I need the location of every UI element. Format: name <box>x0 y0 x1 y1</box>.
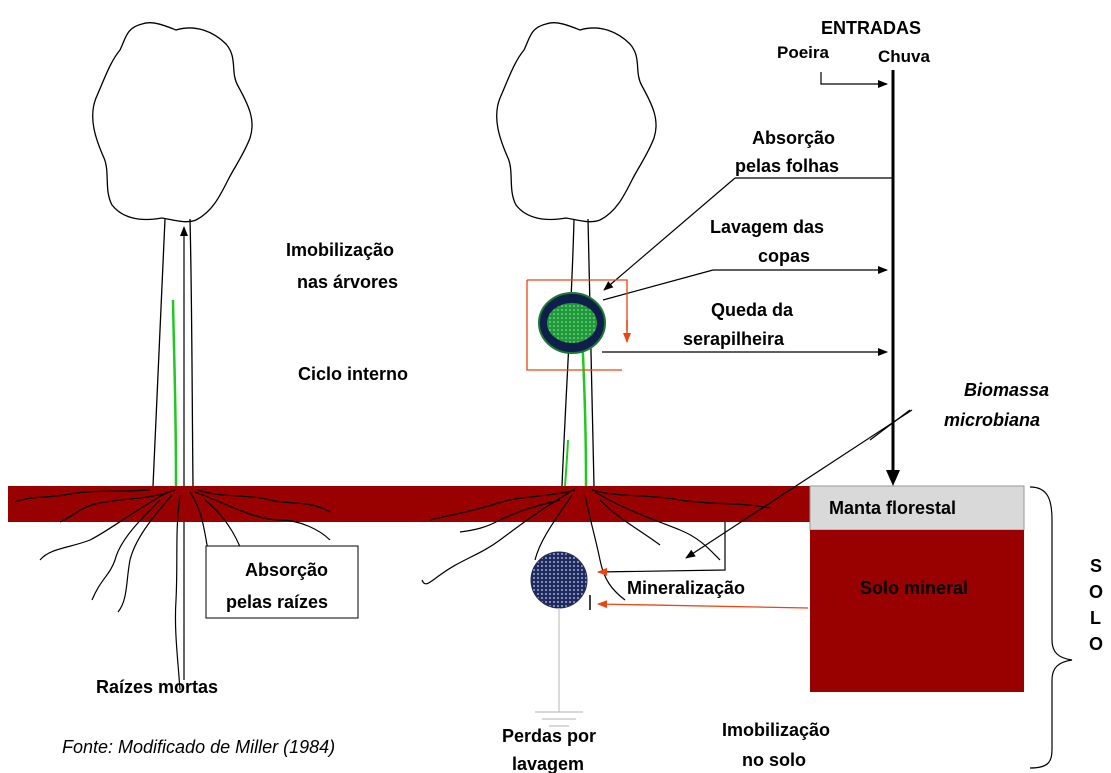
poeira-label: Poeira <box>777 43 830 62</box>
imobilizacao-solo-label: Imobilização <box>722 720 830 740</box>
solo-mineral-label: Solo mineral <box>860 578 968 598</box>
solo-letter-o1: O <box>1089 582 1103 602</box>
raizes-mortas-label: Raízes mortas <box>96 677 218 697</box>
imobilizacao-solo-label-2: no solo <box>742 750 806 770</box>
solo-mineral-box <box>810 530 1024 692</box>
imobilizacao-arvores-label-2: nas árvores <box>297 272 398 292</box>
solo-letter-s: S <box>1090 556 1102 576</box>
biomassa-label: Biomassa <box>964 380 1049 400</box>
entradas-label: ENTRADAS <box>821 18 921 38</box>
solo-brace <box>1029 486 1073 769</box>
left-sap-line <box>171 299 178 487</box>
lavagem-copas-label: Lavagem das <box>710 217 824 237</box>
queda-serapilheira-label: Queda da <box>711 300 794 320</box>
queda-serapilheira-label-2: serapilheira <box>683 329 785 349</box>
absorcao-folhas-label: Absorção <box>752 128 835 148</box>
absorcao-raizes-box <box>205 545 359 619</box>
mineralizacao-label: Mineralização <box>627 578 745 598</box>
right-tree <box>496 22 657 487</box>
left-tree-crown <box>92 22 253 223</box>
chuva-label: Chuva <box>878 47 931 66</box>
right-roots <box>421 489 771 601</box>
left-roots <box>14 489 331 691</box>
perdas-lavagem-label-2: lavagem <box>512 754 584 773</box>
fonte-label: Fonte: Modificado de Miller (1984) <box>62 737 335 757</box>
imobilizacao-arvores-label: Imobilização <box>286 240 394 260</box>
ciclo-interno-label: Ciclo interno <box>298 364 408 384</box>
perdas-lavagem-label: Perdas por <box>502 726 596 746</box>
right-tree-crown <box>496 22 657 223</box>
left-tree <box>92 22 253 680</box>
solo-letter-l: L <box>1090 608 1101 628</box>
absorcao-raizes-label: Absorção <box>245 560 328 580</box>
manta-florestal-label: Manta florestal <box>829 498 956 518</box>
poeira-arrow <box>820 72 888 88</box>
absorcao-raizes-label-2: pelas raízes <box>226 592 328 612</box>
mineral-nutrient-pool <box>530 551 588 609</box>
absorcao-folhas-label-2: pelas folhas <box>735 156 839 176</box>
manta-florestal-box <box>809 485 1025 531</box>
solo-letter-o2: O <box>1089 634 1103 654</box>
drain-symbol <box>535 608 583 727</box>
lavagem-copas-label-2: copas <box>758 246 810 266</box>
biomassa-label-2: microbiana <box>944 410 1040 430</box>
right-sap-line <box>580 329 588 487</box>
